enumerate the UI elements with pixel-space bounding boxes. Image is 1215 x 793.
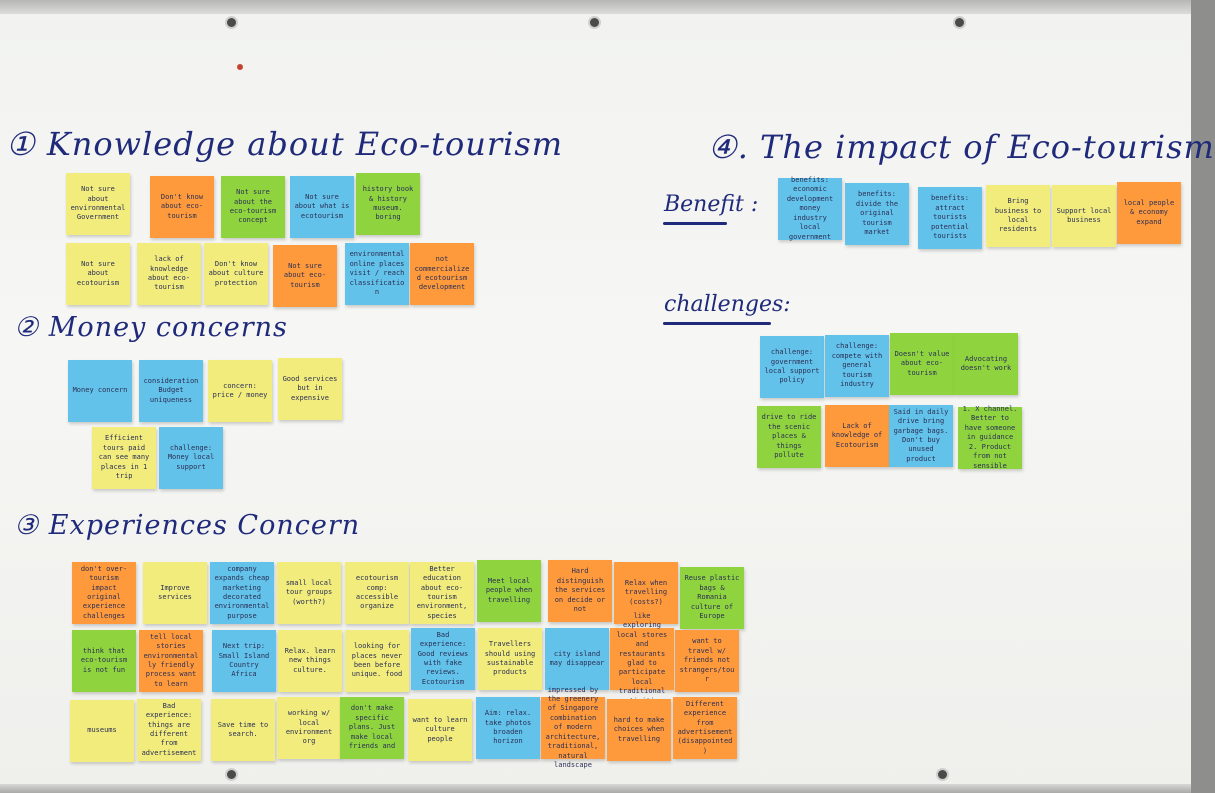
sticky-note: environmental online places visit / reac… xyxy=(345,243,409,305)
sticky-note: 1. X channel. Better to have someone in … xyxy=(958,405,1022,470)
sticky-note: benefits: economic development money ind… xyxy=(778,176,842,241)
sticky-note: small local tour groups (worth?) xyxy=(277,562,341,624)
sticky-note: Meet local people when travelling xyxy=(477,560,541,622)
heading-knowledge: ① Knowledge about Eco-tourism xyxy=(6,125,564,163)
sticky-note: don't make specific plans. Just make loc… xyxy=(340,697,404,759)
sticky-note: Not sure about ecotourism xyxy=(66,243,130,305)
sticky-note: Bad experience: things are different fro… xyxy=(137,699,201,761)
sticky-note: Not sure about what is ecotourism xyxy=(290,176,354,238)
screw-bottom-right xyxy=(938,770,947,779)
sticky-note: history book & history museum. boring xyxy=(356,173,420,235)
sticky-note: don't over-tourism impact original exper… xyxy=(72,562,136,624)
sticky-note: Relax when travelling (costs?) xyxy=(614,562,678,624)
sticky-note: city island may disappear xyxy=(545,628,609,690)
sticky-note: Not sure about environmental Government xyxy=(66,173,130,235)
sticky-note: Reuse plastic bags & Romania culture of … xyxy=(680,567,744,629)
sticky-note: Advocating doesn't work xyxy=(954,333,1018,395)
heading-impact: ④. The impact of Eco-tourism xyxy=(708,128,1215,166)
screw-top-center xyxy=(590,18,599,27)
sticky-note: Relax. learn new things culture. xyxy=(278,630,342,692)
sticky-note: Better education about eco-tourism envir… xyxy=(410,562,474,624)
sticky-note: not commercialized ecotourism developmen… xyxy=(410,243,474,305)
sticky-note: benefits: divide the original tourism ma… xyxy=(845,183,909,245)
sticky-note: hard to make choices when travelling xyxy=(607,699,671,761)
sticky-note: Bad experience: Good reviews with fake r… xyxy=(411,628,475,690)
challenges-underline xyxy=(663,322,771,325)
sticky-note: Money concern xyxy=(68,360,132,422)
sticky-note: drive to ride the scenic places & things… xyxy=(757,406,821,468)
heading-experiences: ③ Experiences Concern xyxy=(14,510,361,541)
sticky-note: Good services but in expensive xyxy=(278,358,342,420)
sticky-note: Aim: relax. take photos broaden horizon xyxy=(476,697,540,759)
sticky-note: impressed by the greenery of Singapore c… xyxy=(541,686,605,769)
sticky-note: tell local stories environmentally frien… xyxy=(139,630,203,692)
label-benefit: Benefit : xyxy=(664,192,759,217)
sticky-note: want to travel w/ friends not strangers/… xyxy=(675,630,739,692)
sticky-note: Lack of knowledge of Ecotourism xyxy=(825,405,889,467)
sticky-note: want to learn culture people xyxy=(408,699,472,761)
sticky-note: concern: price / money xyxy=(208,360,272,422)
benefit-underline xyxy=(663,222,727,225)
sticky-note: challenge: compete with general tourism … xyxy=(825,335,889,397)
sticky-note: Next trip: Small Island Country Africa xyxy=(212,630,276,692)
sticky-note: Different experience from advertisement … xyxy=(673,697,737,759)
sticky-note: Improve services xyxy=(143,562,207,624)
sticky-note: consideration Budget uniqueness xyxy=(139,360,203,422)
sticky-note: Said in daily drive bring garbage bags. … xyxy=(889,405,953,467)
sticky-note: museums xyxy=(70,700,134,762)
sticky-note: lack of knowledge about eco-tourism xyxy=(137,243,201,305)
sticky-note: working w/ local environment org xyxy=(277,697,341,759)
sticky-note: Don't know about eco-tourism xyxy=(150,176,214,238)
sticky-note: Save time to search. xyxy=(211,699,275,761)
screw-bottom-left xyxy=(227,770,236,779)
sticky-note: company expands cheap marketing decorate… xyxy=(210,562,274,624)
sticky-note: Travellers should using sustainable prod… xyxy=(478,628,542,690)
sticky-note: like exploring local stores and restaura… xyxy=(610,612,674,705)
sticky-note: think that eco-tourism is not fun xyxy=(72,630,136,692)
sticky-note: Don't know about culture protection xyxy=(204,243,268,305)
whiteboard-top-frame xyxy=(0,0,1191,14)
screw-top-left xyxy=(227,18,236,27)
sticky-note: Hard distinguish the services on decide … xyxy=(548,560,612,622)
sticky-note: local people & economy expand xyxy=(1117,182,1181,244)
heading-money: ② Money concerns xyxy=(14,312,288,343)
sticky-note: challenge: Money local support xyxy=(159,427,223,489)
sticky-note: benefits: attract tourists potential tou… xyxy=(918,187,982,249)
sticky-note: Efficient tours paid can see many places… xyxy=(92,427,156,489)
whiteboard-bottom-frame xyxy=(0,784,1191,793)
red-magnet xyxy=(237,64,243,70)
screw-top-right xyxy=(955,18,964,27)
sticky-note: Not sure about eco-tourism xyxy=(273,245,337,307)
sticky-note: ecotourism comp: accessible organize xyxy=(345,562,409,624)
sticky-note: Support local business xyxy=(1052,185,1116,247)
label-challenges: challenges: xyxy=(664,292,791,317)
sticky-note: looking for places never been before uni… xyxy=(345,630,409,692)
sticky-note: Not sure about the eco-tourism concept xyxy=(221,176,285,238)
sticky-note: challenge: government local support poli… xyxy=(760,336,824,398)
sticky-note: Doesn't value about eco-tourism xyxy=(890,333,954,395)
sticky-note: Bring business to local residents xyxy=(986,185,1050,247)
